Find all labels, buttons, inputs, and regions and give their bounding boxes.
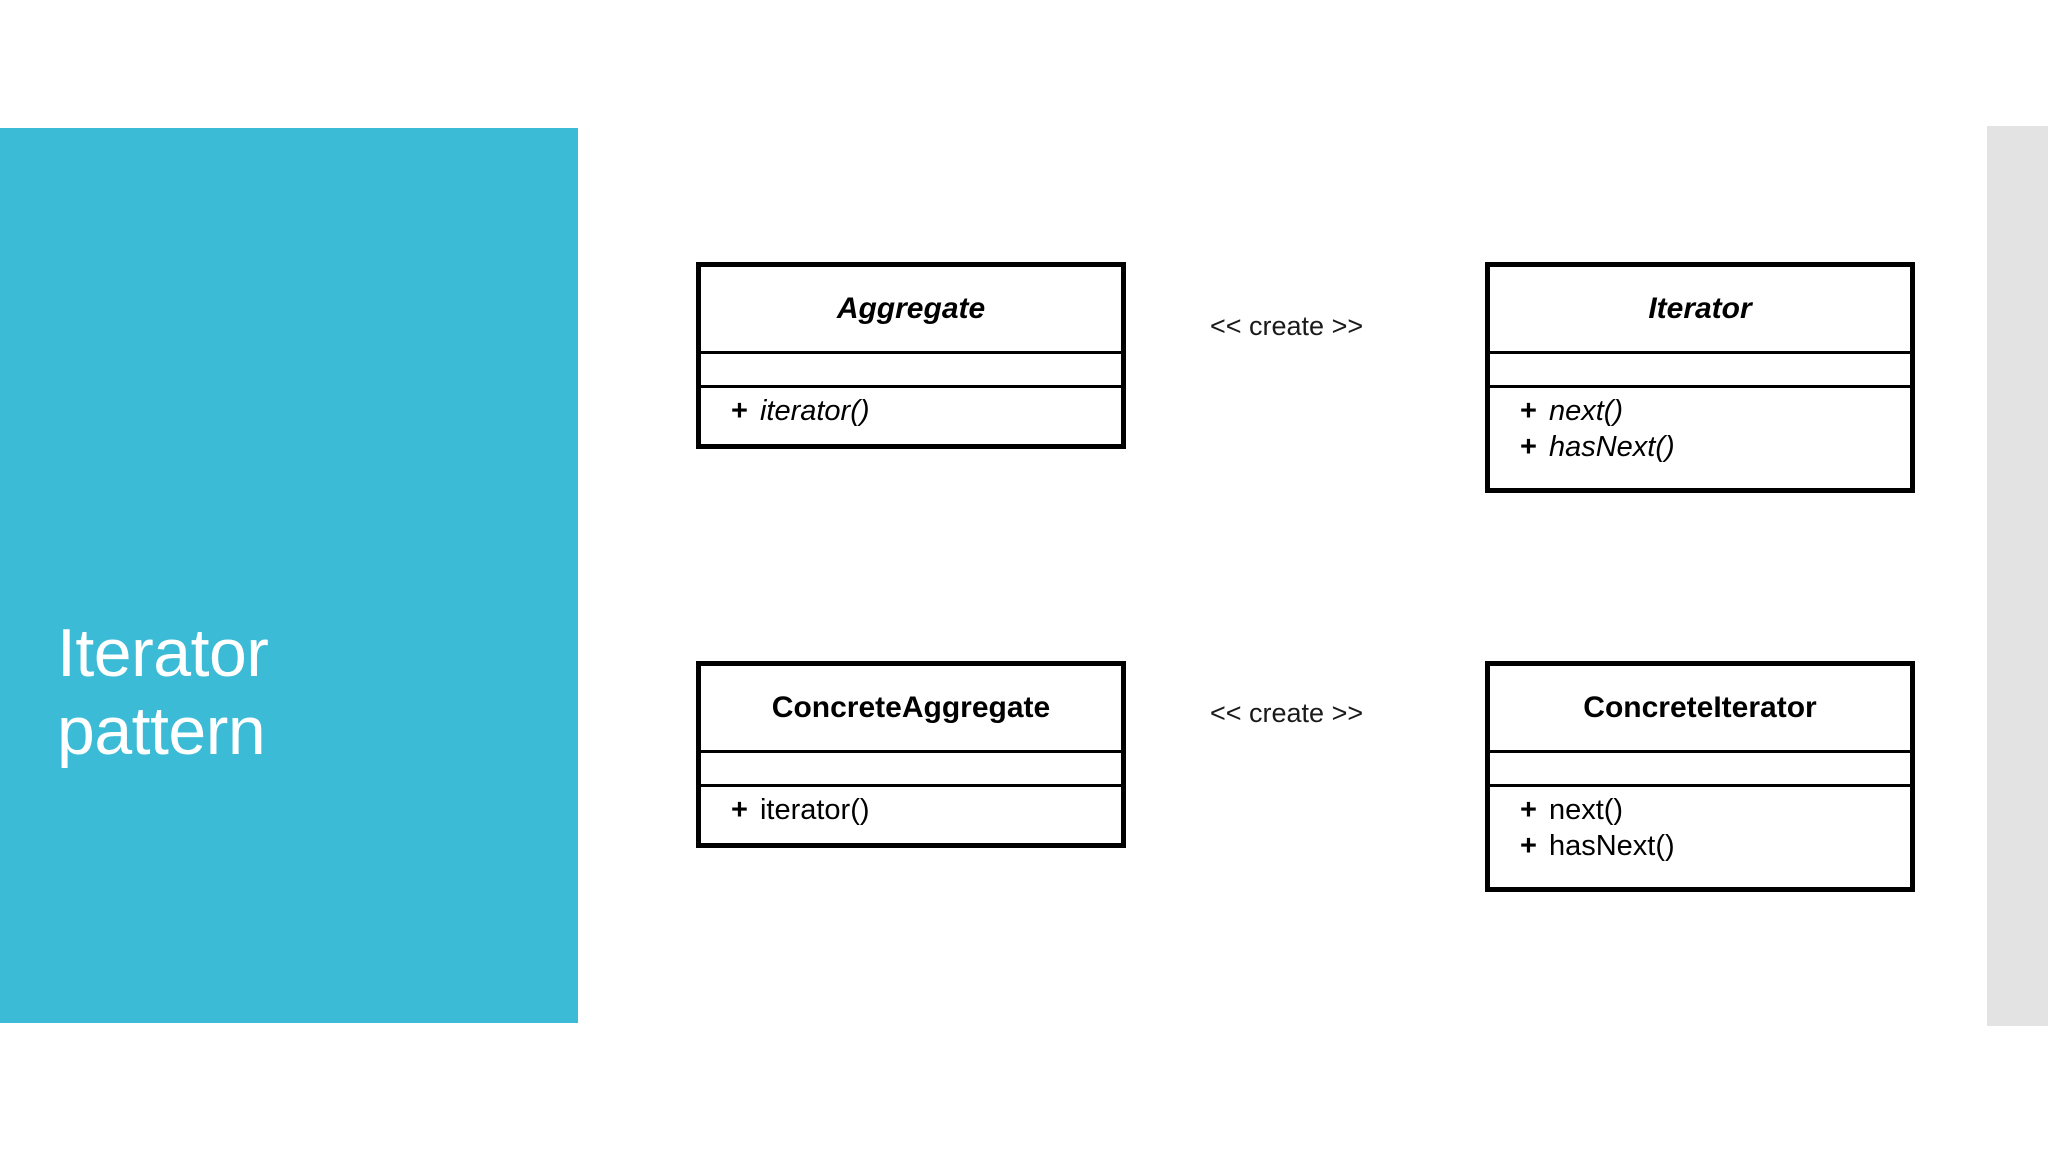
uml-operation: + iterator() (731, 793, 1121, 829)
uml-class-name-concrete-iterator: ConcreteIterator (1583, 691, 1817, 724)
uml-operation: + hasNext() (1520, 430, 1910, 466)
uml-class-iterator[interactable]: Iterator + next() + hasNext() (1485, 262, 1915, 493)
operation-name: next() (1548, 794, 1624, 826)
uml-operations-concrete-aggregate: + iterator() (701, 784, 1121, 845)
visibility-marker: + (1520, 829, 1537, 862)
visibility-marker: + (731, 395, 748, 427)
uml-class-name-iterator: Iterator (1648, 292, 1752, 325)
uml-operations-iterator: + next() + hasNext() (1490, 385, 1910, 490)
uml-operations-concrete-iterator: + next() + hasNext() (1490, 784, 1910, 889)
uml-attributes-concrete-iterator (1490, 750, 1910, 784)
uml-attributes-iterator (1490, 351, 1910, 385)
uml-operation: + next() (1520, 793, 1910, 829)
visibility-marker: + (731, 794, 748, 826)
uml-class-aggregate[interactable]: Aggregate + iterator() (696, 262, 1126, 449)
right-side-panel (1987, 126, 2048, 1026)
uml-class-concrete-aggregate[interactable]: ConcreteAggregate + iterator() (696, 661, 1126, 848)
visibility-marker: + (1520, 430, 1537, 463)
operation-name: next() (1548, 395, 1624, 427)
relationship-label-create-bottom: << create >> (1210, 698, 1364, 728)
visibility-marker: + (1520, 395, 1537, 427)
uml-class-name-aggregate: Aggregate (836, 292, 986, 325)
uml-class-name-concrete-aggregate: ConcreteAggregate (771, 691, 1051, 724)
uml-operations-aggregate: + iterator() (701, 385, 1121, 446)
operation-name: hasNext() (1548, 430, 1675, 463)
uml-operation: + hasNext() (1520, 829, 1910, 865)
uml-operation: + next() (1520, 394, 1910, 430)
visibility-marker: + (1520, 794, 1537, 826)
operation-name: iterator() (759, 395, 870, 427)
uml-operation: + iterator() (731, 394, 1121, 430)
page-title: Iterator pattern (57, 615, 269, 769)
operation-name: iterator() (759, 794, 870, 826)
uml-attributes-aggregate (701, 351, 1121, 385)
uml-attributes-concrete-aggregate (701, 750, 1121, 784)
relationship-label-create-top: << create >> (1210, 311, 1364, 341)
uml-class-concrete-iterator[interactable]: ConcreteIterator + next() + hasNext() (1485, 661, 1915, 892)
operation-name: hasNext() (1548, 829, 1675, 862)
title-panel: Iterator pattern (0, 128, 578, 1023)
